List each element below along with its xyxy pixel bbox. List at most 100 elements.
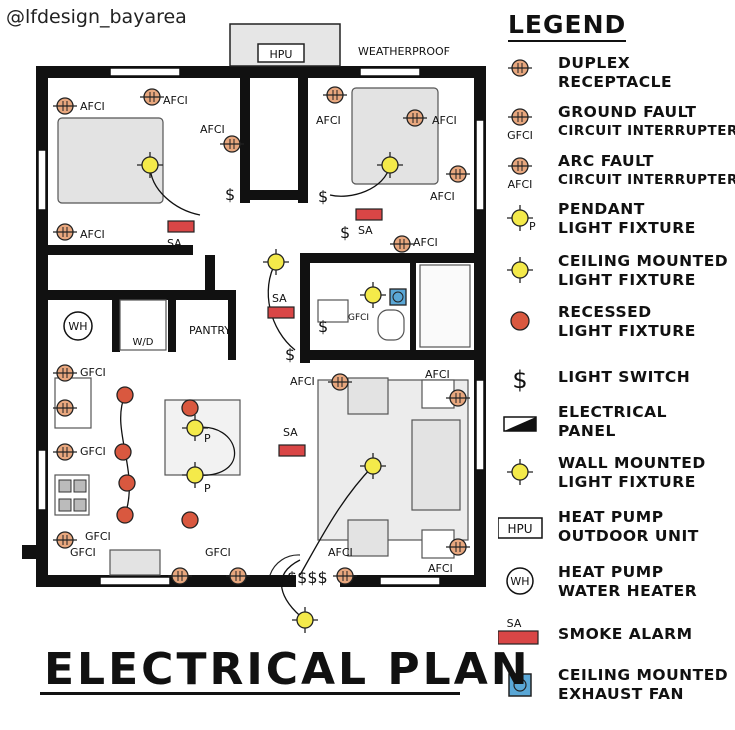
legend-label-line2: OUTDOOR UNIT: [558, 527, 699, 545]
windows: [37, 67, 485, 586]
legend-label-line1: HEAT PUMP: [558, 508, 664, 526]
afci-label: AFCI: [432, 114, 457, 127]
receptacle-icon: [328, 373, 352, 391]
window-south-right: [379, 576, 441, 586]
wall-wd-left: [112, 300, 120, 352]
wall-wd-right: [168, 300, 176, 352]
legend-label: SMOKE ALARM: [558, 625, 693, 644]
afci-receptacle-icon: AFCI: [508, 157, 533, 191]
wall-bath-top: [305, 253, 475, 263]
receptacle-icon: [53, 443, 77, 461]
hpu-label: HPU: [270, 48, 293, 61]
bed-1: [57, 117, 164, 204]
legend-tag: AFCI: [508, 178, 533, 191]
afci-label: AFCI: [200, 123, 225, 136]
afci-label: AFCI: [80, 100, 105, 113]
window-living: [475, 379, 485, 471]
ceiling-light-icon: [263, 249, 289, 275]
sa-label: SA: [358, 224, 373, 237]
pendant-tag: P: [204, 482, 211, 495]
wall-west-jog: [36, 345, 48, 355]
electrical-panel-icon: [503, 416, 537, 432]
smoke-alarm-icon: [267, 306, 295, 319]
wall-shower: [410, 263, 416, 350]
gfci-label: GFCI: [70, 546, 96, 559]
window-south: [99, 576, 171, 586]
kitchen-sink: [109, 549, 161, 576]
shower: [419, 264, 471, 348]
legend-tag: $: [512, 366, 527, 394]
smoke-alarm-icon: [355, 208, 383, 221]
stove-burner: [73, 479, 87, 493]
hpu-box: [257, 43, 305, 63]
afci-label: AFCI: [413, 236, 438, 249]
afci-label: AFCI: [316, 114, 341, 127]
legend-tag: GFCI: [507, 129, 533, 142]
recessed-light-icon: [114, 443, 132, 461]
gfci-label: GFCI: [348, 313, 369, 323]
legend-label-line1: ARC FAULT: [558, 152, 655, 170]
wall-hall-bottom: [36, 290, 236, 300]
sofa: [411, 419, 461, 511]
legend-label-line1: CEILING MOUNTED: [558, 252, 729, 270]
pantry-label: PANTRY: [189, 324, 231, 337]
switch-label: $: [225, 185, 235, 204]
ceiling-light-icon: [507, 257, 533, 283]
recessed-light-icon: [181, 511, 199, 529]
switch-label: $: [340, 223, 350, 242]
wire-dining: [194, 426, 236, 476]
afci-label: AFCI: [328, 546, 353, 559]
wire-hall: [267, 261, 296, 351]
sa-label: SA: [283, 426, 298, 439]
wall-living-top: [305, 350, 475, 360]
stove-burner: [58, 498, 72, 512]
wall-closet-bottom: [240, 190, 308, 200]
legend-label-line2: LIGHT FIXTURE: [558, 322, 696, 340]
legend-tag: HPU: [507, 522, 532, 536]
receptacle-icon: [446, 389, 470, 407]
ceiling-light-icon: [377, 152, 403, 178]
wall-hall-stub: [205, 255, 215, 300]
wall-light-icon: [507, 459, 533, 485]
recessed-light-icon: [510, 311, 530, 331]
recessed-light-icon: [181, 399, 199, 417]
legend-label-line2: LIGHT FIXTURE: [558, 219, 696, 237]
legend-label-line1: CEILING MOUNTED: [558, 666, 729, 684]
switch-label: $: [285, 345, 295, 364]
receptacle-icon: [403, 109, 427, 127]
pendant-light-icon: [182, 462, 208, 488]
water-heater-icon: WH: [506, 567, 534, 595]
receptacle-icon: [168, 567, 192, 585]
plan-symbols: [22, 86, 470, 633]
legend-label-line1: HEAT PUMP: [558, 563, 664, 581]
afci-label: AFCI: [425, 368, 450, 381]
smoke-alarm-icon: [167, 220, 195, 233]
receptacle-icon: [446, 538, 470, 556]
outdoor-unit: HPU WEATHERPROOF: [229, 23, 450, 67]
wall-closet-left: [240, 78, 250, 203]
side-table-2: [421, 529, 455, 559]
afci-label: AFCI: [163, 94, 188, 107]
ceiling-light-icon: [292, 607, 318, 633]
receptacle-icon: [53, 97, 77, 115]
window-bedroom1: [109, 67, 181, 77]
gfci-label: GFCI: [80, 366, 106, 379]
pendant-tag: P: [204, 432, 211, 445]
toilet: [377, 309, 405, 341]
legend-label-line1: DUPLEX: [558, 54, 631, 72]
gfci-receptacle-icon: [508, 108, 532, 126]
legend-label-line2: WATER HEATER: [558, 582, 698, 600]
legend-label-line1: RECESSED: [558, 303, 652, 321]
afci-label: AFCI: [80, 228, 105, 241]
legend-label-line2: LIGHT FIXTURE: [558, 473, 696, 491]
legend-label-line2: CIRCUIT INTERRUPTER: [558, 123, 735, 139]
gfci-receptacle-icon: GFCI: [507, 108, 533, 142]
water-heater-symbol: [63, 311, 93, 341]
ceiling-light-icon: [137, 152, 163, 178]
